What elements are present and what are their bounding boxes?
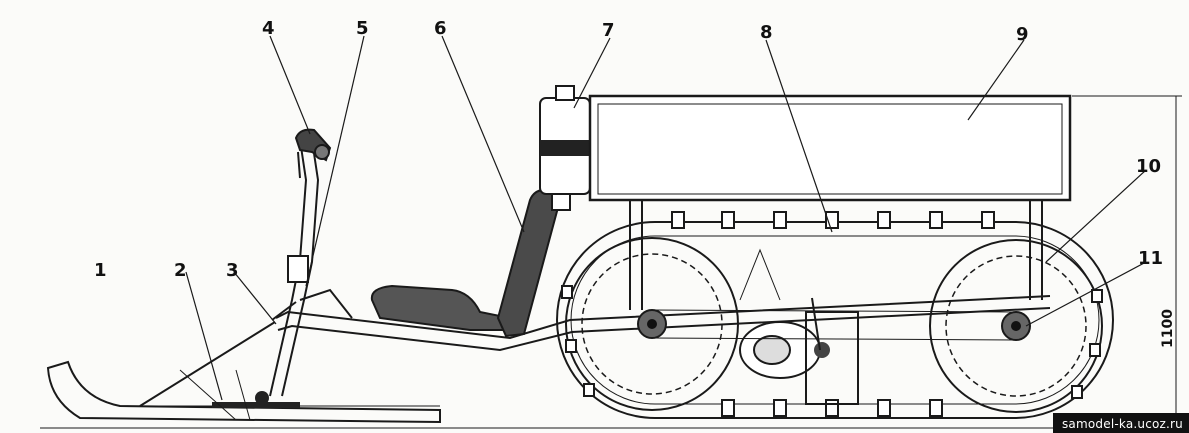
callout-10: 10 xyxy=(1136,156,1161,177)
steering-column xyxy=(139,139,320,421)
engine xyxy=(651,248,1017,405)
height-dimension: 1100 xyxy=(1072,95,1182,426)
fuel-tank xyxy=(539,85,591,211)
leader-lines xyxy=(185,35,1147,401)
luggage-box xyxy=(588,94,1072,310)
front-ski xyxy=(46,360,441,424)
callout-9: 9 xyxy=(1016,24,1029,45)
callout-2: 2 xyxy=(174,260,187,281)
front-wheel xyxy=(929,239,1103,413)
dimension-label: 1100 xyxy=(1160,309,1176,348)
callout-4: 4 xyxy=(262,18,275,39)
callout-8: 8 xyxy=(760,22,773,43)
callout-5: 5 xyxy=(356,18,369,39)
main-frame xyxy=(271,288,1051,352)
callout-3: 3 xyxy=(226,260,239,281)
track-lugs xyxy=(561,211,1103,417)
watermark: samodel-ka.ucoz.ru xyxy=(1061,417,1183,431)
callout-1: 1 xyxy=(94,260,107,281)
rear-wheel xyxy=(565,237,739,411)
seat xyxy=(370,189,562,338)
handlebar-grip xyxy=(294,128,332,179)
callout-11: 11 xyxy=(1138,248,1163,269)
watermark-box xyxy=(1053,413,1189,433)
callout-7: 7 xyxy=(602,20,615,41)
callout-6: 6 xyxy=(434,18,447,39)
